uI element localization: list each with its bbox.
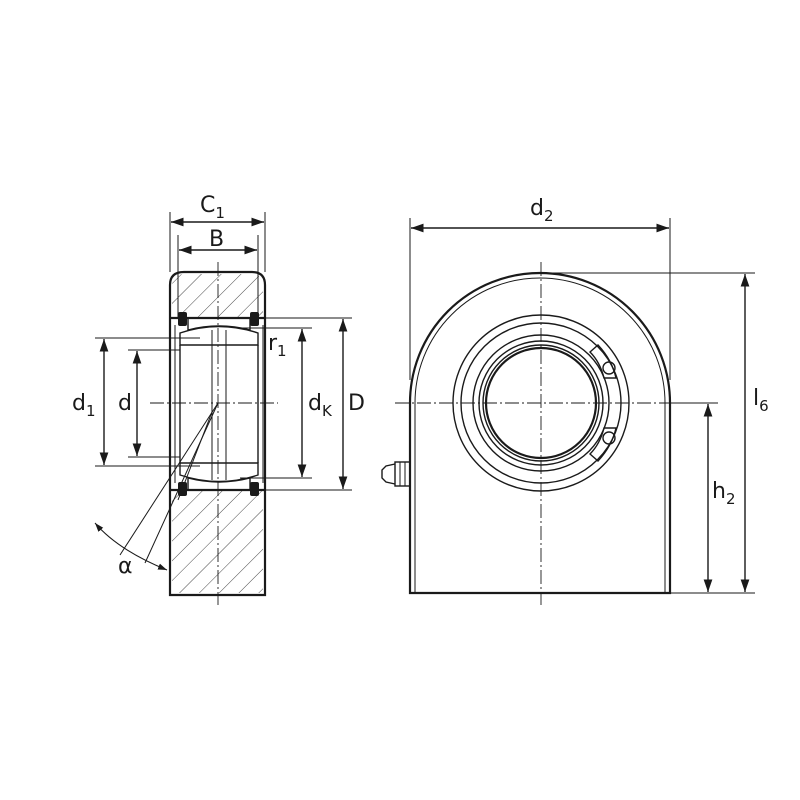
label-d2: d2 — [530, 196, 554, 225]
label-dk: dK — [308, 391, 333, 420]
label-h2: h2 — [712, 479, 736, 508]
seal-bottom-right — [250, 482, 259, 496]
section-view: C1 B r1 d1 d dK D α — [72, 193, 365, 605]
label-d1: d1 — [72, 391, 96, 420]
label-r1: r1 — [268, 331, 287, 360]
side-view: d2 l6 h2 — [381, 196, 769, 605]
housing-hatch-top — [172, 274, 263, 318]
label-c1: C1 — [200, 193, 225, 222]
inner-ring-top — [179, 325, 259, 346]
label-d: d — [118, 391, 132, 416]
seal-top-right — [250, 312, 259, 326]
label-D: D — [348, 391, 365, 416]
housing-hatch-bottom — [172, 490, 263, 593]
label-l6: l6 — [753, 386, 769, 415]
inner-ring-bottom — [179, 462, 259, 483]
label-alpha: α — [118, 554, 133, 579]
housing-outline — [168, 270, 267, 597]
seal-top-left — [178, 312, 187, 326]
label-b: B — [209, 227, 224, 252]
eye-housing-outline — [408, 271, 672, 595]
grease-nipple — [381, 461, 411, 487]
